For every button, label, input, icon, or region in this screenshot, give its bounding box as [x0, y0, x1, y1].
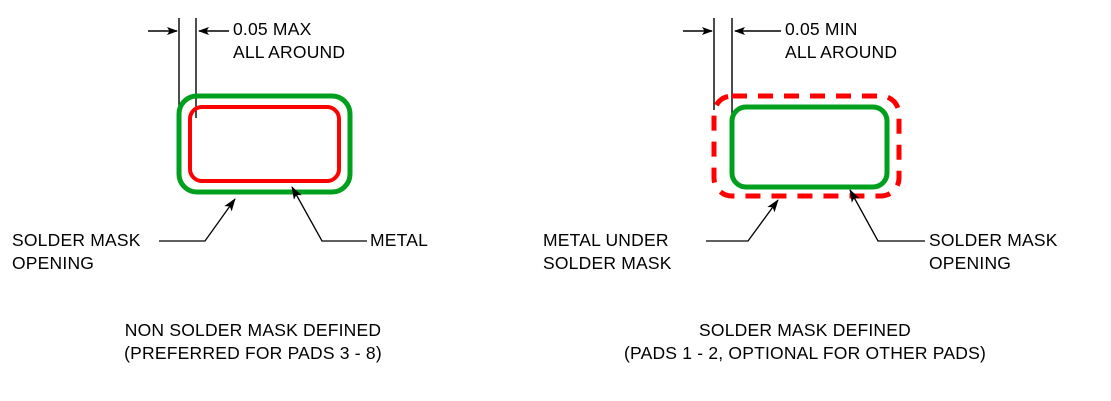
right-callout-leader-solder-mask: [849, 189, 925, 242]
left-caption-line2: (PREFERRED FOR PADS 3 - 8): [124, 343, 382, 363]
left-caption-line1: NON SOLDER MASK DEFINED: [124, 320, 382, 340]
right-caption-line1: SOLDER MASK DEFINED: [699, 320, 911, 340]
left-callout-leader-solder-mask: [159, 198, 236, 242]
left-callout-metal-line1: METAL: [370, 230, 429, 250]
right-callout-solder-mask-line1: SOLDER MASK: [929, 230, 1058, 250]
left-solder-mask-outline: [176, 93, 353, 195]
right-callout-leader-metal: [706, 199, 779, 242]
right-caption-line2: (PADS 1 - 2, OPTIONAL FOR OTHER PADS): [624, 343, 986, 363]
left-dimension-label-line1: 0.05 MAX: [233, 19, 312, 39]
right-metal-outline: [711, 93, 902, 199]
right-dimension-label-line2: ALL AROUND: [785, 42, 898, 62]
left-callout-leader-metal: [291, 186, 367, 242]
left-detail-group: [148, 18, 367, 242]
left-dimension-label-line2: ALL AROUND: [233, 42, 346, 62]
right-callout-metal-line2: SOLDER MASK: [543, 253, 672, 273]
left-callout-solder-mask-line1: SOLDER MASK: [12, 230, 141, 250]
right-callout-metal-line1: METAL UNDER: [543, 230, 669, 250]
left-metal-outline: [188, 105, 341, 183]
right-callout-solder-mask-line2: OPENING: [929, 253, 1012, 273]
left-callout-solder-mask-line2: OPENING: [12, 253, 95, 273]
right-solder-mask-outline: [729, 104, 890, 190]
right-dimension-label-line1: 0.05 MIN: [785, 19, 858, 39]
right-detail-group: [683, 18, 925, 242]
